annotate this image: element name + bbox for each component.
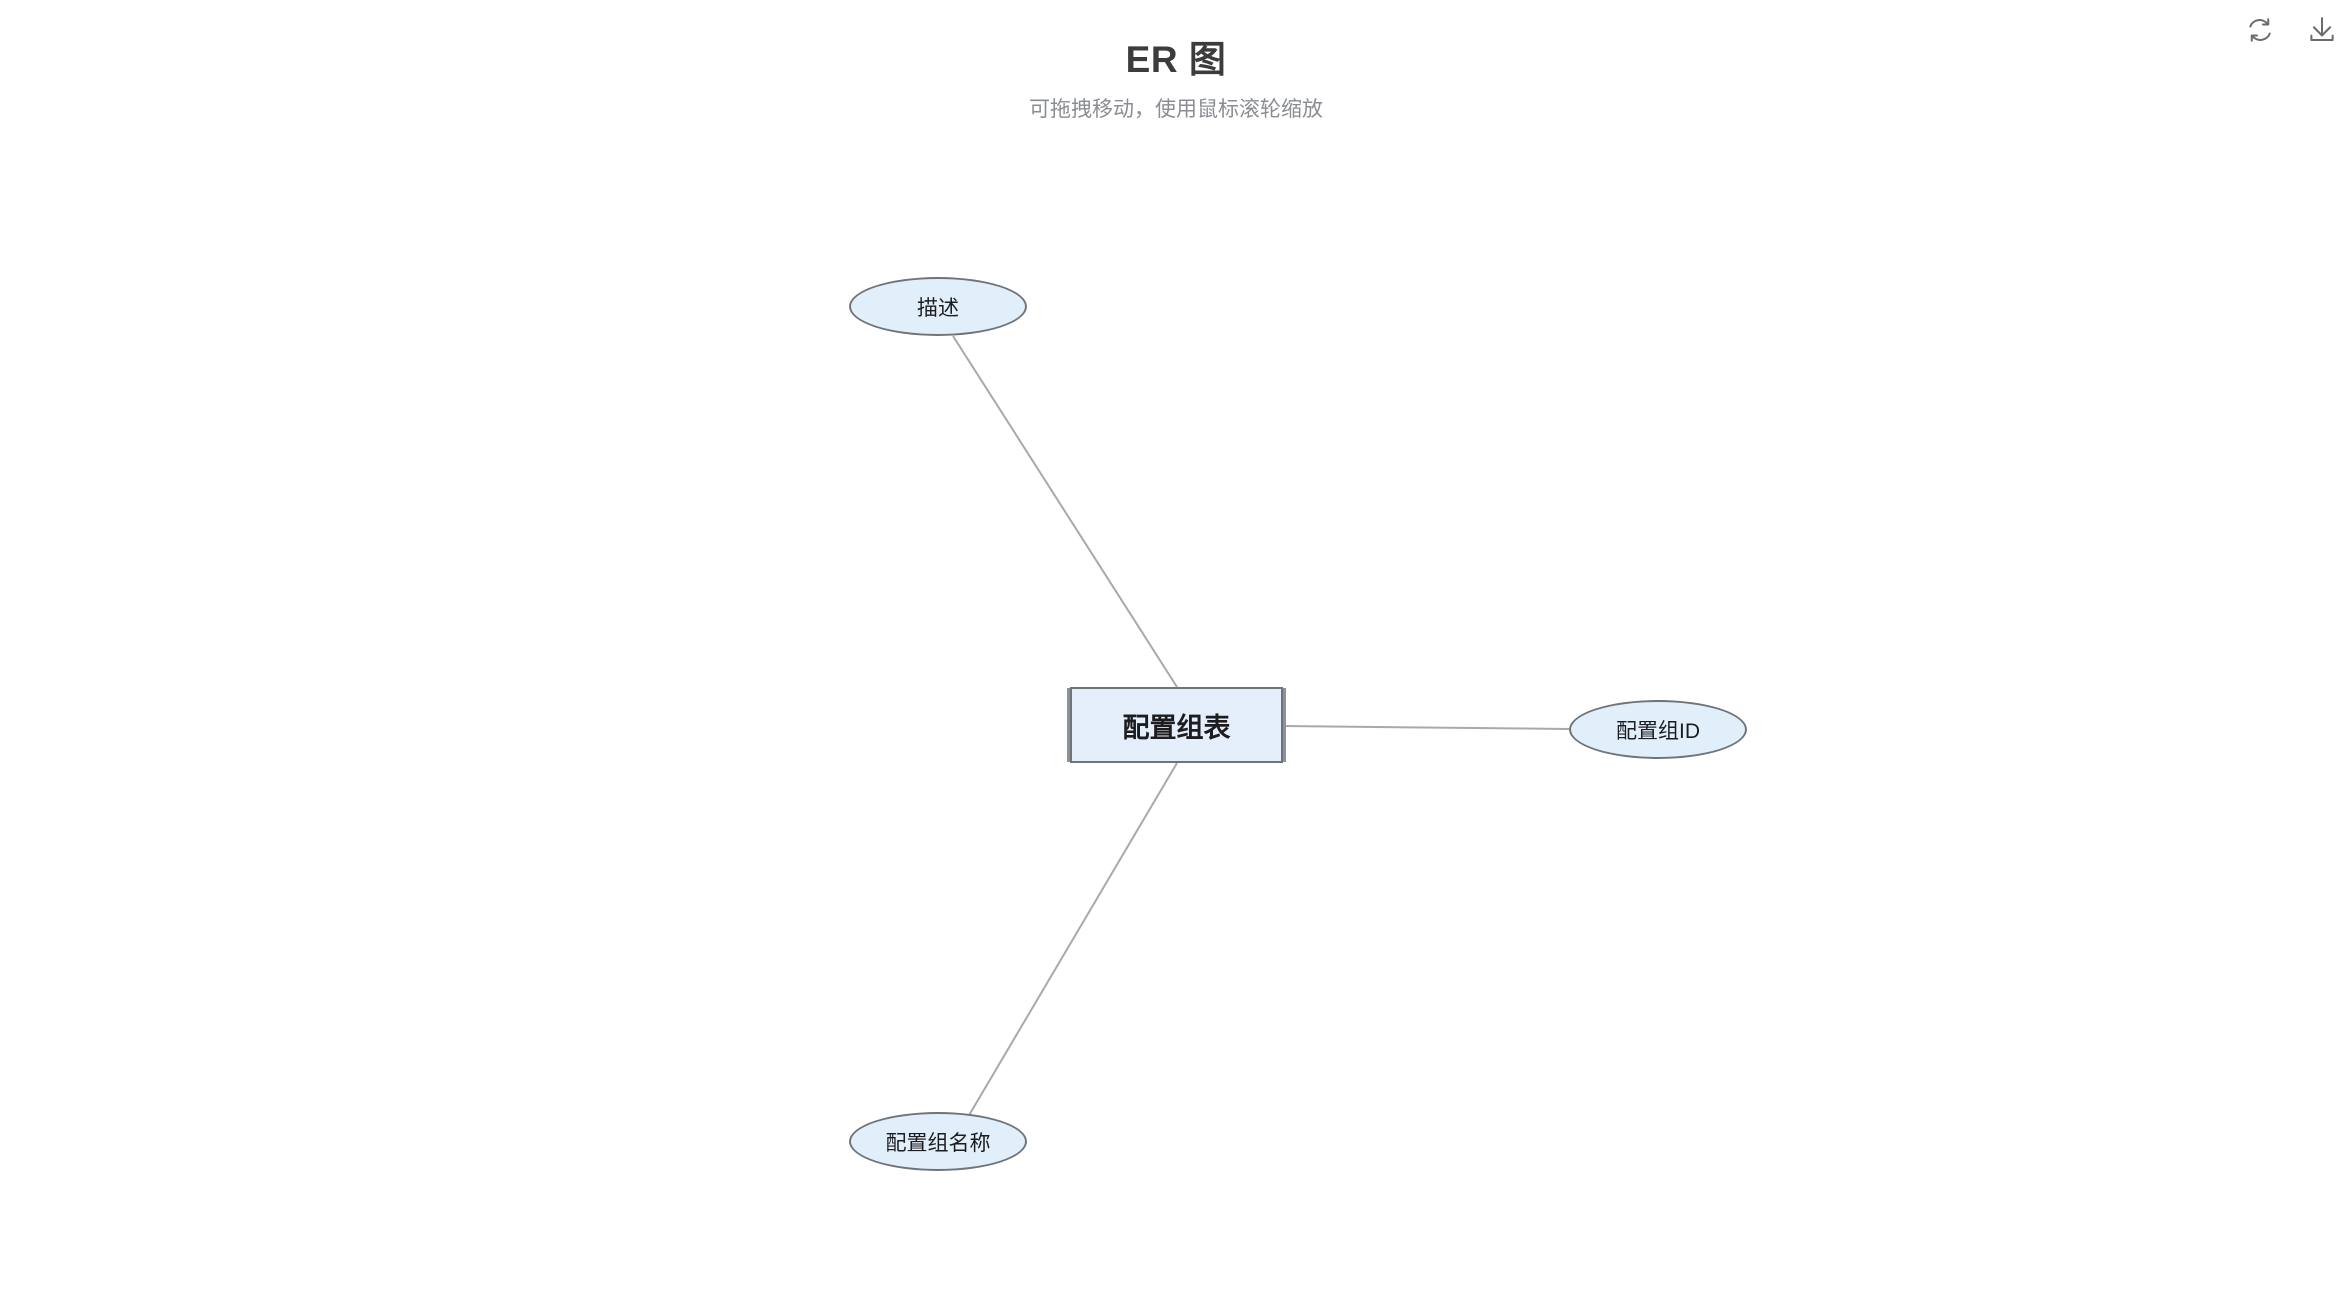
edge [967,762,1178,1118]
attribute-label: 描述 [917,296,959,320]
toolbar [2238,8,2344,52]
download-button[interactable] [2300,8,2344,52]
edge [1282,725,1570,730]
download-icon [2307,15,2337,45]
attribute-node[interactable]: 配置组ID [1569,700,1747,759]
reset-view-button[interactable] [2238,8,2282,52]
attribute-label: 配置组ID [1616,719,1700,743]
edge [952,335,1178,688]
attribute-label: 配置组名称 [885,1131,991,1155]
attribute-node[interactable]: 配置组名称 [849,1112,1027,1171]
refresh-icon [2245,15,2275,45]
entity-node[interactable]: 配置组表 [1070,687,1283,763]
entity-label: 配置组表 [1122,712,1231,743]
attribute-node[interactable]: 描述 [849,277,1027,336]
